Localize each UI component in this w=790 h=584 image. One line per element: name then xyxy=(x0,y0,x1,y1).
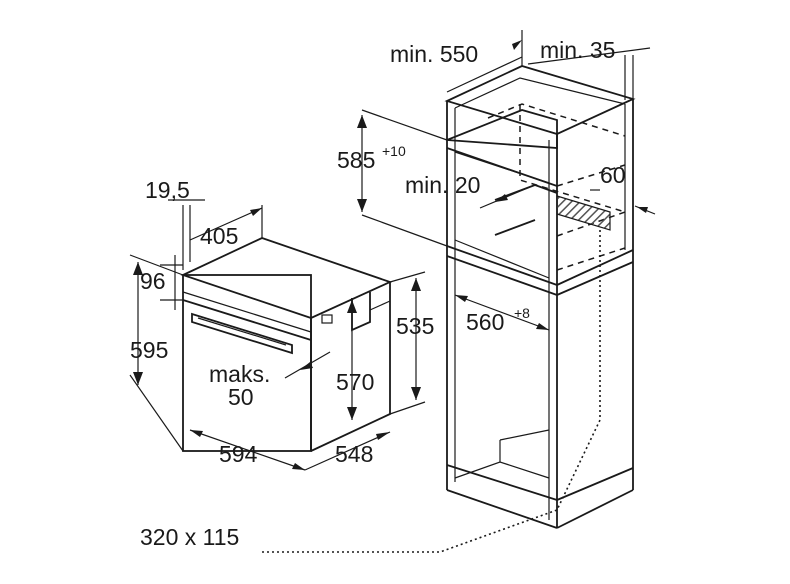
label-594: 594 xyxy=(219,441,258,467)
label-595: 595 xyxy=(130,337,168,363)
cabinet-top xyxy=(444,65,636,135)
label-19-5: 19,5 xyxy=(145,177,190,203)
label-548: 548 xyxy=(335,441,373,467)
label-585: 585 xyxy=(337,147,375,173)
vent-hatch xyxy=(556,195,611,231)
label-570: 570 xyxy=(336,369,374,395)
cabinet-drawing xyxy=(444,65,636,529)
label-min-20: min. 20 xyxy=(405,172,480,198)
oven-handle xyxy=(191,312,293,355)
label-585-sup: +10 xyxy=(382,143,406,159)
oven-top xyxy=(180,237,393,319)
dimension-lines xyxy=(129,30,656,553)
label-min-550: min. 550 xyxy=(390,41,478,67)
label-60: 60 xyxy=(600,162,626,188)
label-405: 405 xyxy=(200,223,238,249)
label-min-35: min. 35 xyxy=(540,37,615,63)
label-560: 560 xyxy=(466,309,504,335)
label-96: 96 xyxy=(140,268,166,294)
label-vent-size: 320 x 115 xyxy=(140,524,239,550)
label-50: 50 xyxy=(228,384,254,410)
label-maks: maks. xyxy=(209,361,270,387)
vent-leader xyxy=(262,230,601,553)
oven-drawing xyxy=(180,237,393,452)
label-560-sup: +8 xyxy=(514,305,530,321)
dimension-labels: min. 550 min. 35 585 +10 min. 20 60 19,5… xyxy=(130,37,626,550)
label-535: 535 xyxy=(396,313,434,339)
